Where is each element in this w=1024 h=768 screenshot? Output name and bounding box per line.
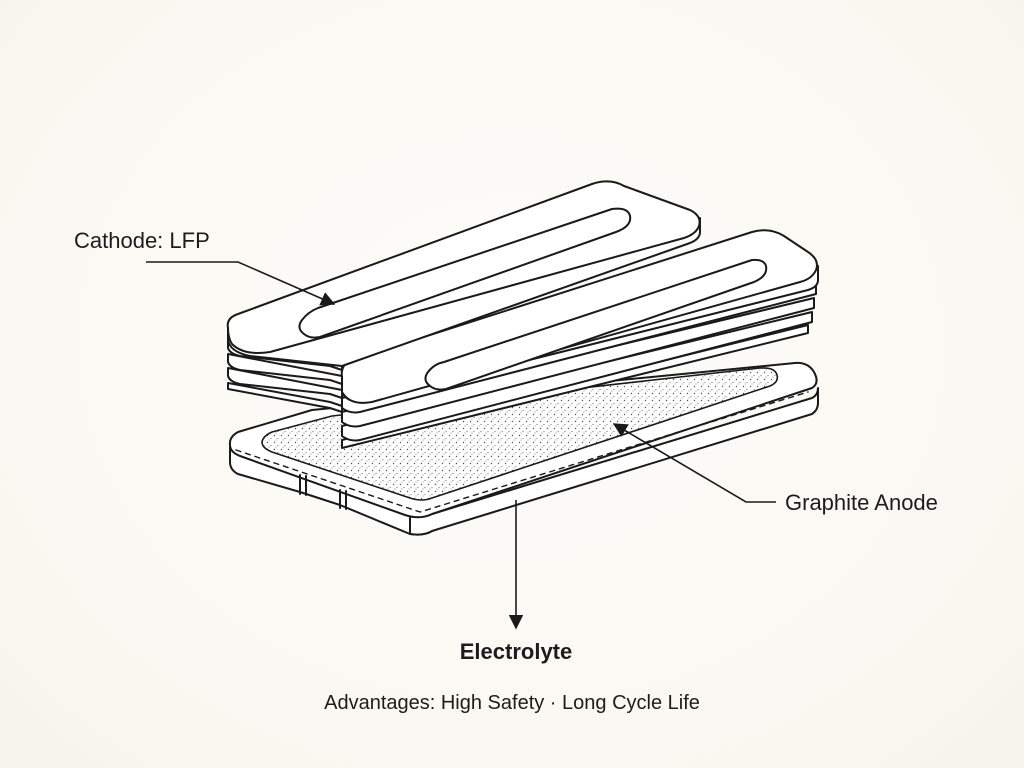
electrolyte-label: Electrolyte: [460, 639, 573, 664]
leader-lines: [146, 261, 776, 630]
cathode-leader-line: [146, 261, 336, 306]
right-layer-stack: [340, 229, 819, 449]
electrolyte-tray: [228, 361, 819, 536]
left-layer-stack: [226, 180, 701, 413]
advantages-caption: Advantages: High Safety · Long Cycle Lif…: [324, 692, 700, 714]
anode-leader-line: [612, 423, 776, 503]
cathode-label: Cathode: LFP: [74, 228, 210, 253]
anode-label: Graphite Anode: [785, 490, 938, 515]
